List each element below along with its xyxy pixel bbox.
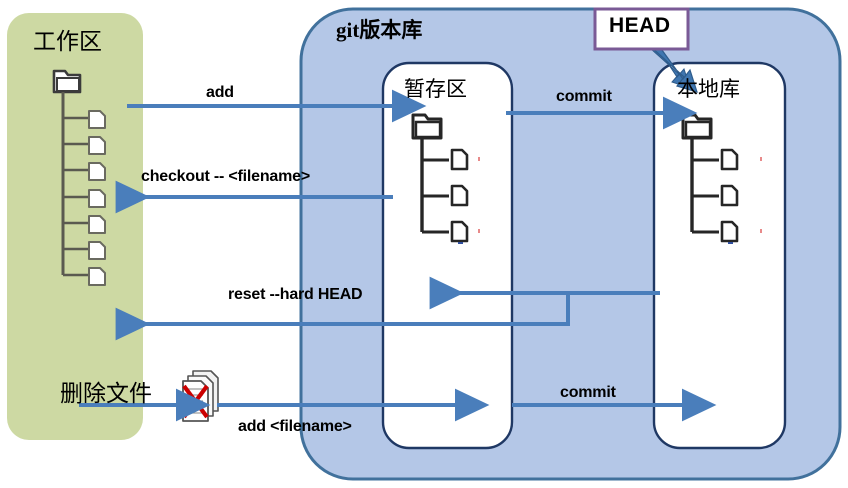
command-add: add (206, 84, 234, 101)
delete-file-label: 删除文件 (60, 381, 152, 406)
deleted-files-icon (182, 370, 219, 422)
workspace-zone (7, 13, 143, 440)
command-add-filename: add <filename> (238, 418, 352, 435)
arrow-reset-to-workspace (115, 293, 570, 341)
folder-tree-icon-workspace (52, 69, 106, 286)
head-box (593, 7, 690, 51)
folder-tree-icon-staging (411, 113, 480, 244)
command-commit-bottom: commit (560, 384, 616, 401)
command-commit-top: commit (556, 88, 612, 105)
command-checkout: checkout -- <filename> (141, 168, 310, 185)
staging-area-title: 暂存区 (404, 77, 467, 101)
local-repository-title: 本地库 (677, 77, 740, 101)
command-reset: reset --hard HEAD (228, 286, 363, 303)
workspace-title: 工作区 (33, 29, 102, 54)
git-repository-title: git版本库 (336, 18, 423, 42)
staging-area-box (381, 61, 514, 450)
local-repository-box (652, 61, 787, 450)
head-label: HEAD (609, 14, 671, 37)
